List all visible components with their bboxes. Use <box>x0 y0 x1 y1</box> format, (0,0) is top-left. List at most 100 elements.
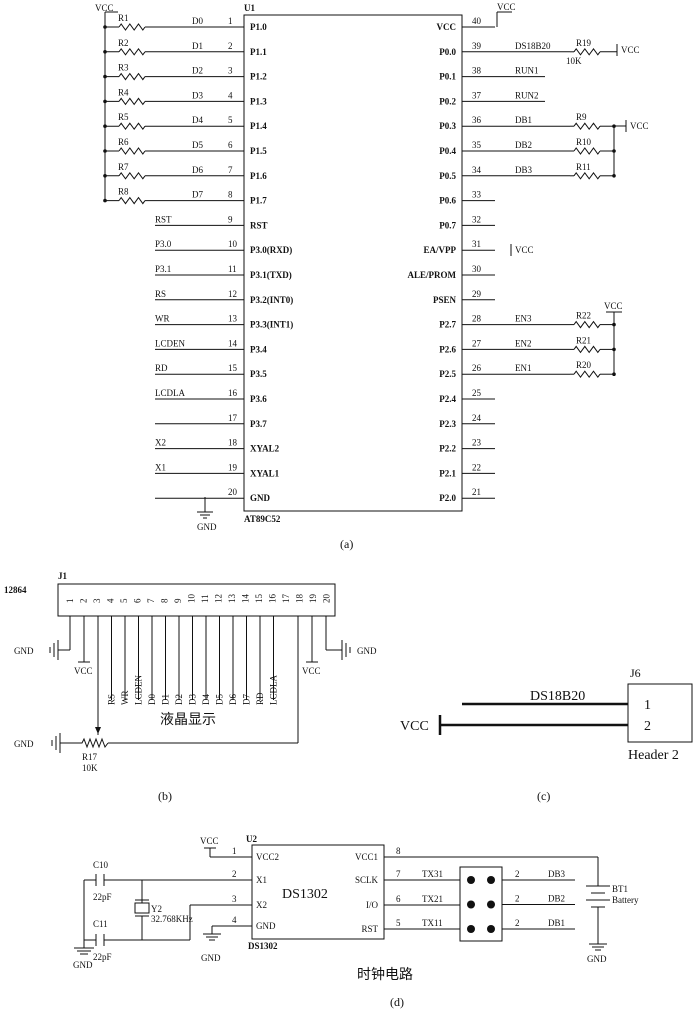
mcu-vcc-label: VCC <box>95 3 114 13</box>
mcu-pin-num: 18 <box>228 438 238 448</box>
lcd-signal-label: RS <box>107 694 117 705</box>
ds18b20-header: J6 1 2 DS18B20 VCC Header 2 (c) <box>400 666 693 803</box>
mcu-pin-name: P1.4 <box>250 121 267 131</box>
lcd-signal-label: D2 <box>174 694 184 705</box>
mcu-pin-num: 28 <box>472 314 482 324</box>
mcu-pin-name: XYAL2 <box>250 444 280 454</box>
lcd-gnd-left: GND <box>14 646 34 656</box>
mcu-res-label: R10 <box>576 137 592 147</box>
mcu-pin-name: P3.2(INT0) <box>250 295 293 305</box>
mcu-circuit: U1 AT89C52 VCC GND VCC VCC VCC 10K VCC V… <box>95 2 649 551</box>
mcu-pin-name: P0.6 <box>439 196 456 206</box>
lcd-signal-label: D3 <box>188 694 198 705</box>
mcu-pin-num: 6 <box>228 140 233 150</box>
mcu-pin-num: 2 <box>228 41 233 51</box>
lcd-pin-num: 15 <box>254 594 264 604</box>
mcu-net-label: D6 <box>192 165 203 175</box>
header-pin-num: 2 <box>515 869 520 879</box>
mcu-pin-num: 32 <box>472 214 481 224</box>
lcd-pin-num: 13 <box>227 594 237 604</box>
j6-net2: VCC <box>400 719 429 734</box>
rtc-net-label: TX31 <box>422 869 443 879</box>
c11-value: 22pF <box>93 952 112 962</box>
mcu-pin-num: 1 <box>228 16 233 26</box>
lcd-pin-num: 19 <box>308 594 318 604</box>
lcd-pin-num: 20 <box>322 594 332 604</box>
mcu-net-label: D3 <box>192 90 203 100</box>
mcu-net-label: D2 <box>192 66 203 76</box>
mcu-part: AT89C52 <box>244 514 281 524</box>
mcu-pin-name: P3.0(RXD) <box>250 245 292 255</box>
rtc-pin-num: 3 <box>232 894 237 904</box>
lcd-signal-label: LCDLA <box>269 675 279 705</box>
mcu-pin-name: P3.5 <box>250 369 267 379</box>
c10-ref: C10 <box>93 860 109 870</box>
mcu-pin-name: GND <box>250 493 271 503</box>
mcu-net-label: DB3 <box>515 165 533 175</box>
mcu-pin-name: P0.1 <box>439 72 456 82</box>
mcu-pin-name: ALE/PROM <box>408 270 457 280</box>
rtc-net-label: TX11 <box>422 918 443 928</box>
rtc-gnd-label: GND <box>201 953 221 963</box>
mcu-pin-num: 16 <box>228 388 238 398</box>
rtc-pin-num: 5 <box>396 918 401 928</box>
mcu-pin-num: 10 <box>228 239 238 249</box>
rtc-chip-body <box>251 844 385 940</box>
j6-ref: J6 <box>630 666 641 680</box>
mcu-ref: U1 <box>244 3 255 13</box>
pot-gnd-label: GND <box>14 739 34 749</box>
rtc-pin-num: 7 <box>396 869 401 879</box>
rtc-pin-name: SCLK <box>355 875 379 885</box>
lcd-vcc-right: VCC <box>302 666 321 676</box>
mcu-pin-name: P0.5 <box>439 171 456 181</box>
rtc-net-label: TX21 <box>422 894 443 904</box>
lcd-pin-num: 12 <box>214 594 224 603</box>
mcu-res-label: R6 <box>118 137 129 147</box>
crystal-value: 32.768KHz <box>151 914 193 924</box>
lcd-signal-label: D1 <box>161 694 171 705</box>
mcu-net-label: D4 <box>192 115 203 125</box>
mcu-res-label: R20 <box>576 360 592 370</box>
en-vcc-label: VCC <box>604 301 623 311</box>
lcd-pin-num: 17 <box>281 594 291 604</box>
rtc-vcc-label: VCC <box>200 836 219 846</box>
battery-ref: BT1 <box>612 884 628 894</box>
mcu-pin-num: 17 <box>228 413 238 423</box>
mcu-pin-name: P0.0 <box>439 47 456 57</box>
caption-b: (b) <box>158 789 172 803</box>
rtc-part-small: DS1302 <box>248 941 278 951</box>
mcu-pin-name: VCC <box>437 22 457 32</box>
rtc-pin-num: 1 <box>232 846 237 856</box>
mcu-net-label: RUN1 <box>515 66 539 76</box>
mcu-pin-num: 20 <box>228 487 238 497</box>
lcd-connector <box>57 583 336 617</box>
mcu-pin-num: 21 <box>472 487 481 497</box>
mcu-pin-num: 9 <box>228 214 233 224</box>
mcu-net-label: LCDLA <box>155 388 185 398</box>
mcu-pin-num: 31 <box>472 239 481 249</box>
header-pin-num: 2 <box>515 918 520 928</box>
rtc-pin-name: RST <box>361 924 378 934</box>
mcu-pin-num: 23 <box>472 438 482 448</box>
mcu-pin-num: 35 <box>472 140 482 150</box>
lcd-signal-label: RD <box>255 692 265 705</box>
mcu-net-label: P3.1 <box>155 264 171 274</box>
mcu-net-label: RUN2 <box>515 90 539 100</box>
mcu-chip-body <box>243 14 463 512</box>
mcu-net-label: EN2 <box>515 338 532 348</box>
mcu-pin-name: P0.3 <box>439 121 456 131</box>
lcd-pin-num: 16 <box>268 594 278 604</box>
mcu-res-label: R9 <box>576 112 587 122</box>
mcu-vcc40-label: VCC <box>497 2 516 12</box>
mcu-res-label: R22 <box>576 311 591 321</box>
battery-label: Battery <box>612 895 639 905</box>
mcu-net-label: EN3 <box>515 314 532 324</box>
mcu-net-label: LCDEN <box>155 338 185 348</box>
header-pin-num: 2 <box>515 894 520 904</box>
mcu-net-label: RD <box>155 363 168 373</box>
mcu-pin-name: EA/VPP <box>424 245 457 255</box>
rtc-pin-num: 2 <box>232 869 237 879</box>
mcu-res-label: R5 <box>118 112 129 122</box>
lcd-signal-label: LCDEN <box>134 675 144 705</box>
rtc-pin-num: 8 <box>396 846 401 856</box>
